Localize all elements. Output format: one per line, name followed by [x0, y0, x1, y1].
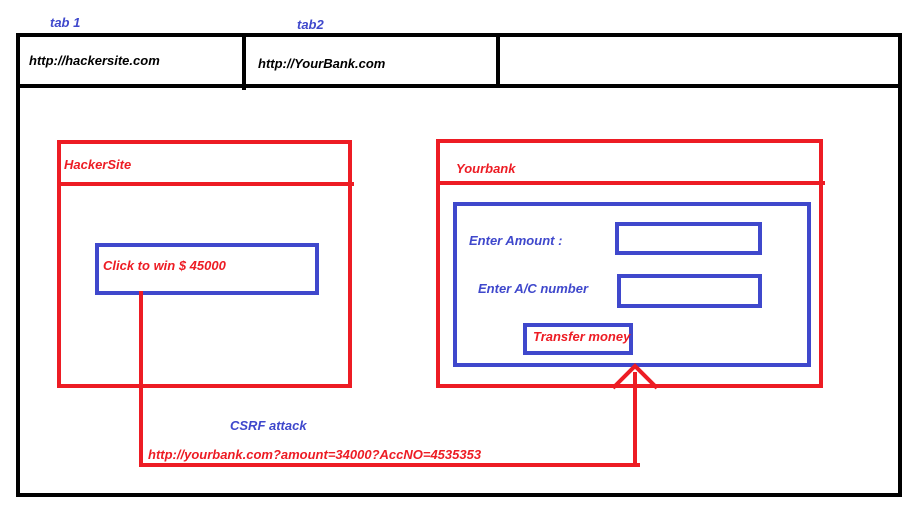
browser-window	[16, 33, 902, 497]
hackersite-panel	[57, 140, 352, 388]
amount-input[interactable]	[615, 222, 762, 255]
attack-arrow-head	[611, 363, 659, 390]
account-label: Enter A/C number	[478, 281, 589, 296]
win-button-label: Click to win $ 45000	[103, 258, 226, 273]
tab-separator-2	[496, 33, 500, 86]
transfer-button-label: Transfer money	[533, 329, 631, 344]
transfer-button[interactable]	[523, 323, 633, 355]
account-input[interactable]	[617, 274, 762, 308]
tab-2-url[interactable]: http://YourBank.com	[258, 56, 386, 71]
tab-2-label: tab2	[297, 17, 324, 32]
tab-separator-1	[242, 33, 246, 90]
hackersite-header-divider	[57, 182, 354, 186]
yourbank-title: Yourbank	[456, 161, 516, 176]
transfer-form	[453, 202, 811, 367]
win-button[interactable]	[95, 243, 319, 295]
yourbank-panel	[436, 139, 823, 388]
tab-1-label: tab 1	[50, 15, 81, 30]
forged-request-url: http://yourbank.com?amount=34000?AccNO=4…	[148, 447, 482, 462]
attack-connector-line	[139, 291, 640, 467]
amount-label: Enter Amount :	[469, 233, 563, 248]
csrf-attack-label: CSRF attack	[230, 418, 307, 433]
yourbank-header-divider	[436, 181, 825, 185]
hackersite-title: HackerSite	[64, 157, 132, 172]
tab-1-url[interactable]: http://hackersite.com	[29, 53, 160, 68]
tab-bar-divider	[16, 84, 902, 88]
